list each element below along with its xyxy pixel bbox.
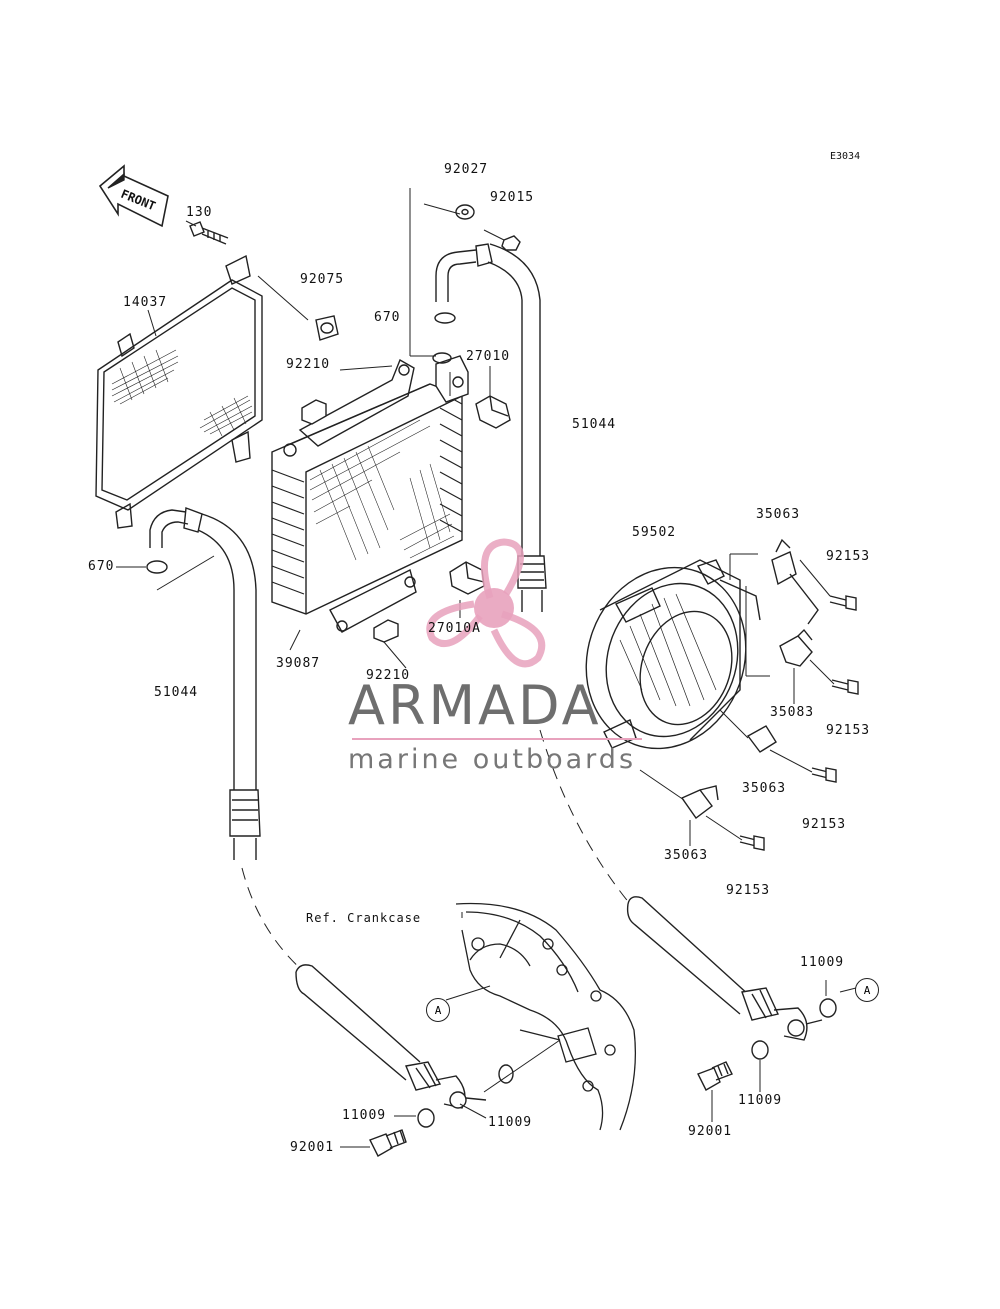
label-92153-4: 92153: [726, 883, 771, 898]
label-130: 130: [186, 205, 213, 220]
label-11009-right-top: 11009: [800, 955, 845, 970]
lower-leader-lines: [340, 912, 857, 1148]
oil-hose-51044-left: [149, 507, 261, 860]
o-ring-670-left: [146, 560, 168, 574]
right-leader-lines: [639, 553, 835, 846]
bolt-92153-2: [831, 679, 859, 695]
crankcase-reference-label: Ref. Crankcase: [306, 911, 422, 925]
label-11009-left-a: 11009: [342, 1108, 387, 1123]
grommet-92075: [315, 315, 339, 341]
washer-92027: [455, 204, 475, 220]
washer-11009-left-a: [417, 1108, 435, 1128]
screw-130: [189, 221, 229, 245]
washer-11009-right-top: [819, 998, 837, 1018]
front-direction-arrow: FRONT: [98, 164, 169, 228]
clamp-35083: [779, 628, 813, 667]
o-ring-670-upper: [434, 312, 456, 324]
callout-a-right: A: [855, 978, 879, 1002]
bolt-92001-left: [369, 1129, 407, 1157]
label-92001-right: 92001: [688, 1124, 733, 1139]
label-92015: 92015: [490, 190, 535, 205]
washer-11009-left-b: [498, 1064, 514, 1084]
diagram-code: E3034: [830, 151, 861, 162]
watermark-title: ARMADA: [348, 674, 602, 737]
label-59502: 59502: [632, 525, 677, 540]
armada-propeller-logo: [426, 538, 546, 668]
bolt-92153-3: [811, 767, 837, 783]
washer-11009-right-bottom: [751, 1040, 769, 1060]
label-27010: 27010: [466, 349, 511, 364]
label-92075: 92075: [300, 272, 345, 287]
label-670-top: 670: [374, 310, 401, 325]
cover-59502: [585, 559, 761, 750]
nut-92015: [501, 235, 521, 251]
label-35063-top: 35063: [756, 507, 801, 522]
label-51044-right: 51044: [572, 417, 617, 432]
oil-hose-lower-left: [295, 964, 487, 1109]
leader-lines: [116, 188, 505, 669]
switch-27010: [475, 395, 511, 429]
label-35063-mid: 35063: [742, 781, 787, 796]
label-27010a: 27010A: [428, 621, 481, 636]
cooler-fitting-upper: [432, 352, 469, 403]
nut-92210-upper: [301, 399, 327, 425]
oil-hose-51044-right: [435, 243, 547, 612]
callout-a-left: A: [426, 998, 450, 1022]
label-92210-bottom: 92210: [366, 668, 411, 683]
clamp-35063-mid: [746, 725, 777, 753]
clamp-35063-bottom: [680, 785, 719, 819]
label-35063-bottom: 35063: [664, 848, 709, 863]
oil-cooler-39087: [271, 358, 463, 633]
label-92153-3: 92153: [802, 817, 847, 832]
crankcase-reference: [455, 902, 636, 1131]
nut-92210-lower: [373, 619, 399, 643]
label-14037: 14037: [123, 295, 168, 310]
label-11009-left-b: 11009: [488, 1115, 533, 1130]
label-92153-2: 92153: [826, 723, 871, 738]
watermark-subtitle: marine outboards: [348, 744, 637, 775]
routing-dashed-lines: [241, 729, 631, 971]
bolt-92153-1: [829, 595, 857, 611]
clamp-35063-top: [771, 538, 819, 625]
label-92027: 92027: [444, 162, 489, 177]
label-92153-1: 92153: [826, 549, 871, 564]
bolt-92001-right: [697, 1061, 733, 1091]
label-92210-top: 92210: [286, 357, 331, 372]
label-35083: 35083: [770, 705, 815, 720]
bolt-92153-4: [739, 835, 765, 851]
label-39087: 39087: [276, 656, 321, 671]
label-11009-right-bottom: 11009: [738, 1093, 783, 1108]
oil-hose-lower-right: [626, 896, 823, 1041]
label-92001-left: 92001: [290, 1140, 335, 1155]
radiator-guard-14037: [95, 254, 263, 529]
label-51044-left: 51044: [154, 685, 199, 700]
watermark-underline: [352, 738, 642, 740]
label-670-left: 670: [88, 559, 115, 574]
